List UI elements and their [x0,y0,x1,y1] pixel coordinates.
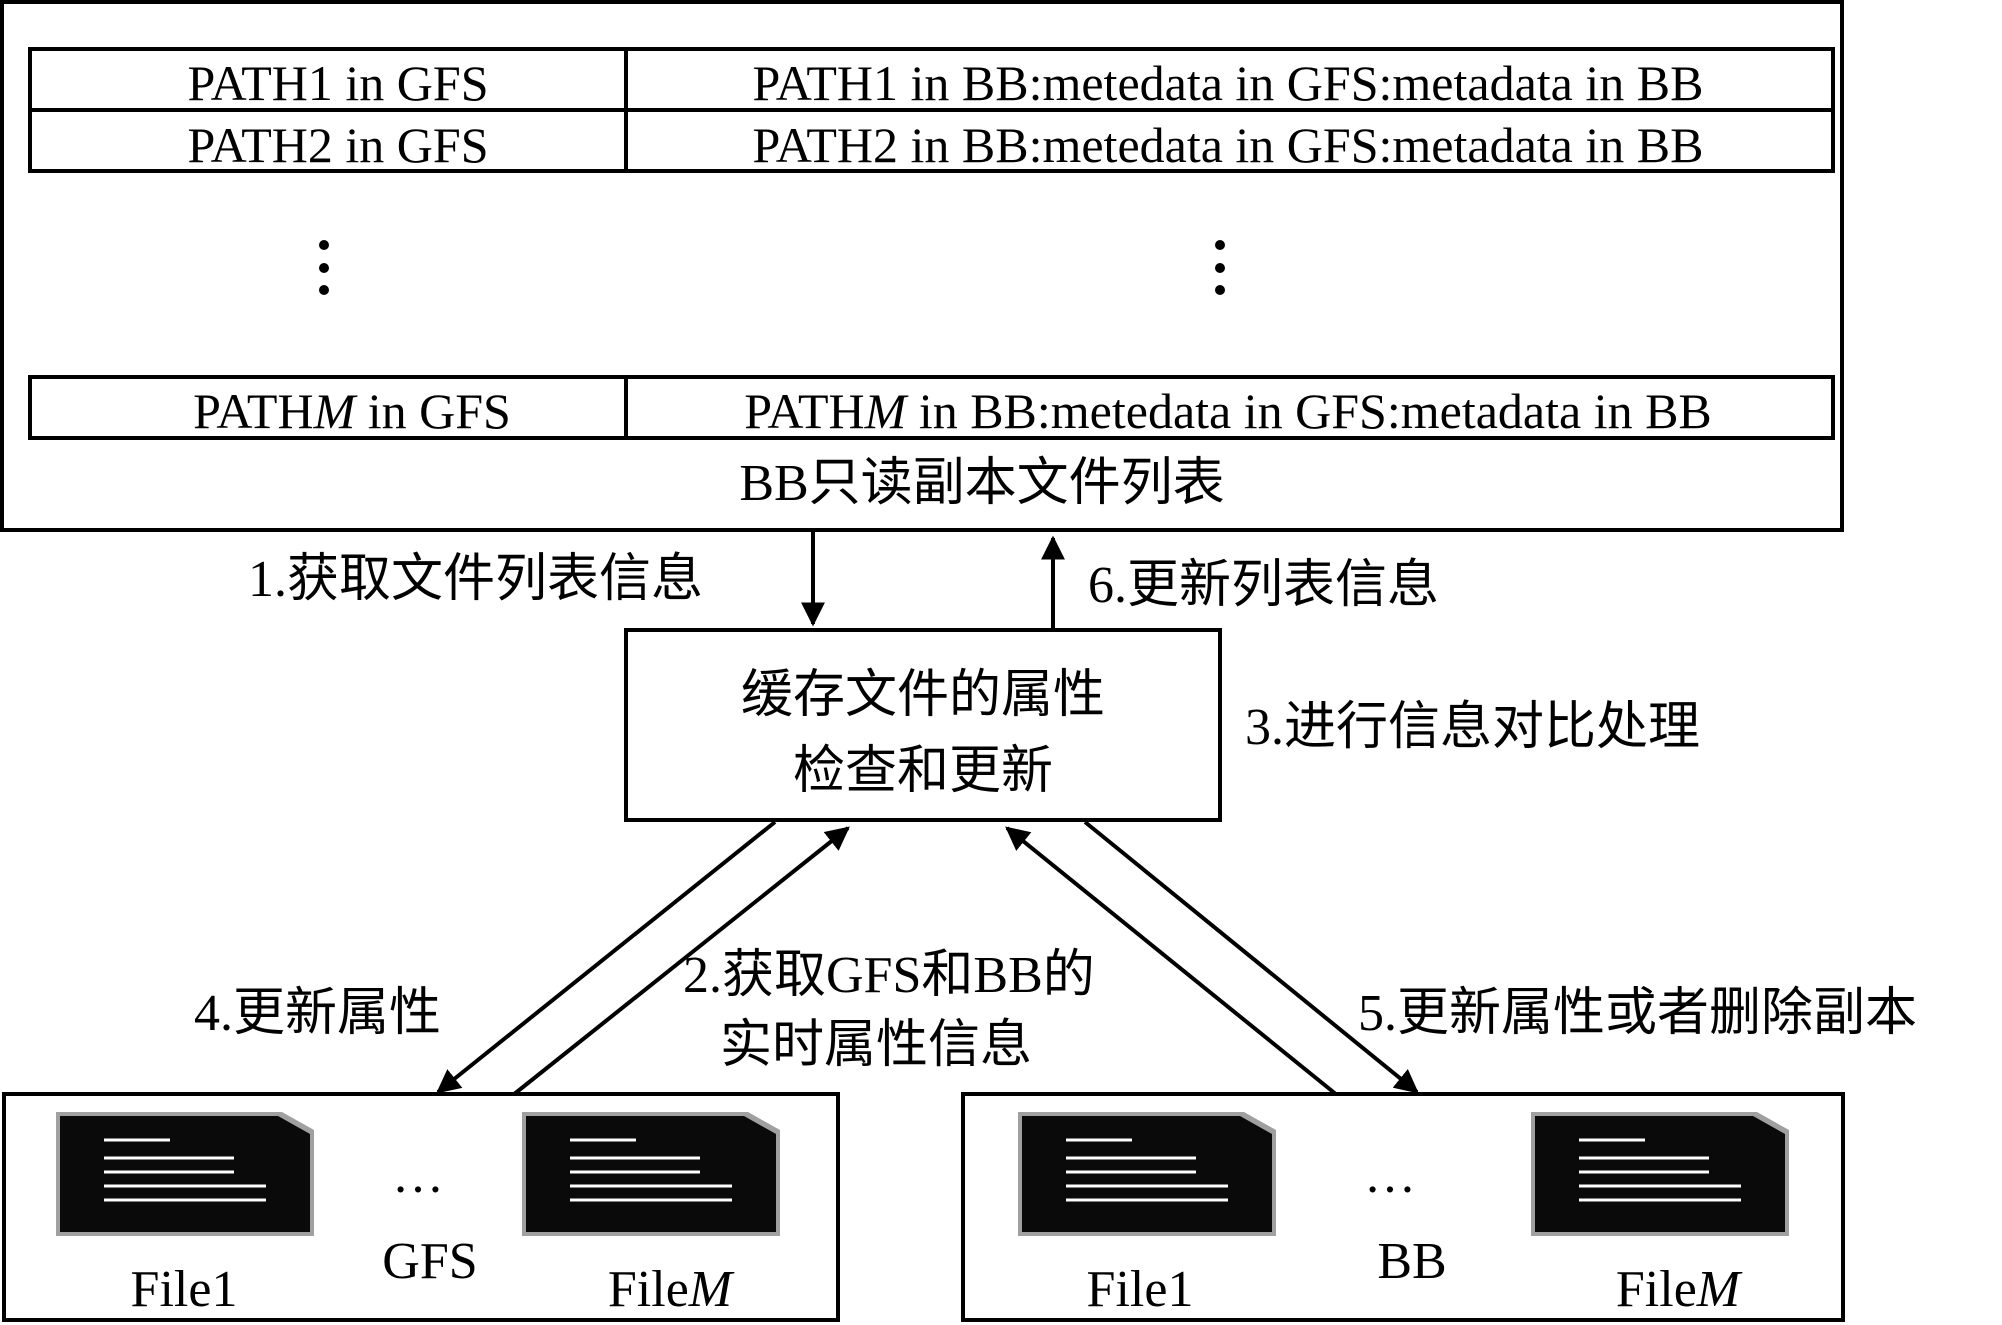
arrow-update-bb [1083,820,1419,1094]
step2-label-line2: 实时属性信息 [720,1017,1032,1074]
file-icon [1018,1112,1276,1236]
gfs-file-last: FileM [608,1261,735,1318]
file-list-caption: BB只读副本文件列表 [739,455,1224,512]
gfs-path-cell: PATH2 in GFS [187,117,488,173]
gfs-path-cell: PATHM in GFS [193,383,511,439]
arrow-get-bb-attrs [1005,826,1339,1097]
gfs-path-cell: PATH1 in GFS [187,55,488,111]
bb-ellipsis: … [1364,1147,1416,1204]
arrow-update-gfs [436,820,777,1094]
gfs-file-first: File1 [131,1261,238,1318]
bb-path-cell: PATH1 in BB:metedata in GFS:metadata in … [753,55,1704,111]
file-list-row: PATHM in GFS PATHM in BB:metedata in GFS… [28,375,1835,440]
file-list-border [0,0,1844,532]
process-box: 缓存文件的属性 检查和更新 [624,628,1222,822]
step3-label: 3.进行信息对比处理 [1245,699,1700,756]
process-box-line2: 检查和更新 [793,743,1053,800]
step6-label: 6.更新列表信息 [1088,557,1439,614]
step5-label: 5.更新属性或者删除副本 [1358,985,1917,1042]
file-list-panel: PATH1 in GFS PATH1 in BB:metedata in GFS… [0,0,1844,532]
bb-label: BB [1377,1233,1446,1290]
vertical-ellipsis-right [1215,240,1225,295]
file-icon [56,1112,314,1236]
arrow-get-gfs-attrs [511,826,850,1097]
process-box-line1: 缓存文件的属性 [741,667,1105,724]
bb-path-cell: PATH2 in BB:metedata in GFS:metadata in … [753,117,1704,173]
file-icon [522,1112,780,1236]
step1-label: 1.获取文件列表信息 [248,551,703,608]
step4-label: 4.更新属性 [194,985,441,1042]
step2-label-line1: 2.获取GFS和BB的 [683,947,1095,1004]
bb-file-first: File1 [1087,1261,1194,1318]
file-list-row: PATH2 in GFS PATH2 in BB:metedata in GFS… [28,108,1835,173]
bb-file-last: FileM [1616,1261,1743,1318]
file-icon [1531,1112,1789,1236]
file-list-row: PATH1 in GFS PATH1 in BB:metedata in GFS… [28,47,1835,112]
gfs-ellipsis: … [392,1147,444,1204]
gfs-storage-box: … GFS File1 FileM [2,1092,840,1322]
bb-storage-box: … BB File1 FileM [961,1092,1845,1322]
gfs-label: GFS [382,1233,477,1290]
bb-path-cell: PATHM in BB:metedata in GFS:metadata in … [744,383,1712,439]
vertical-ellipsis-left [319,240,329,295]
